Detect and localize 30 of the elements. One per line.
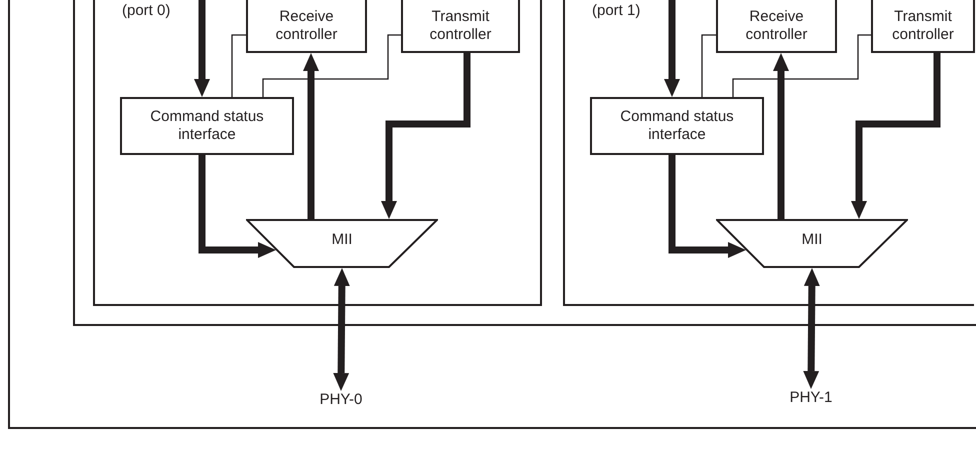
port-block — [563, 0, 974, 306]
process-box: Transmit controller — [871, 0, 975, 53]
mii-trapezoid: MII — [716, 219, 908, 268]
control-line — [732, 34, 871, 97]
process-box: Command status interface — [590, 97, 764, 155]
bus-arrow — [773, 53, 789, 219]
process-box: Command status interface — [120, 97, 294, 155]
process-box: Receive controller — [246, 0, 367, 53]
bus-arrow — [668, 155, 746, 258]
phy-label: PHY-1 — [788, 389, 834, 407]
bus-arrow — [851, 53, 940, 219]
process-box: Receive controller — [716, 0, 837, 53]
port-block — [93, 0, 542, 306]
system-frame — [8, 0, 976, 429]
bus-arrow — [194, 0, 210, 97]
port-label: (port 1) — [592, 2, 640, 20]
control-line — [701, 34, 716, 97]
control-line — [262, 34, 401, 97]
bus-arrow — [803, 268, 820, 389]
port-label: (port 0) — [122, 2, 170, 20]
bus-arrow — [333, 268, 350, 391]
control-line — [231, 34, 246, 97]
process-box: Transmit controller — [401, 0, 520, 53]
system-frame — [73, 0, 976, 326]
phy-label: PHY-0 — [318, 391, 364, 409]
bus-arrow — [664, 0, 680, 97]
bus-arrow — [303, 53, 319, 219]
bus-arrow — [198, 155, 276, 258]
mii-trapezoid: MII — [246, 219, 438, 268]
bus-arrow — [381, 53, 470, 219]
